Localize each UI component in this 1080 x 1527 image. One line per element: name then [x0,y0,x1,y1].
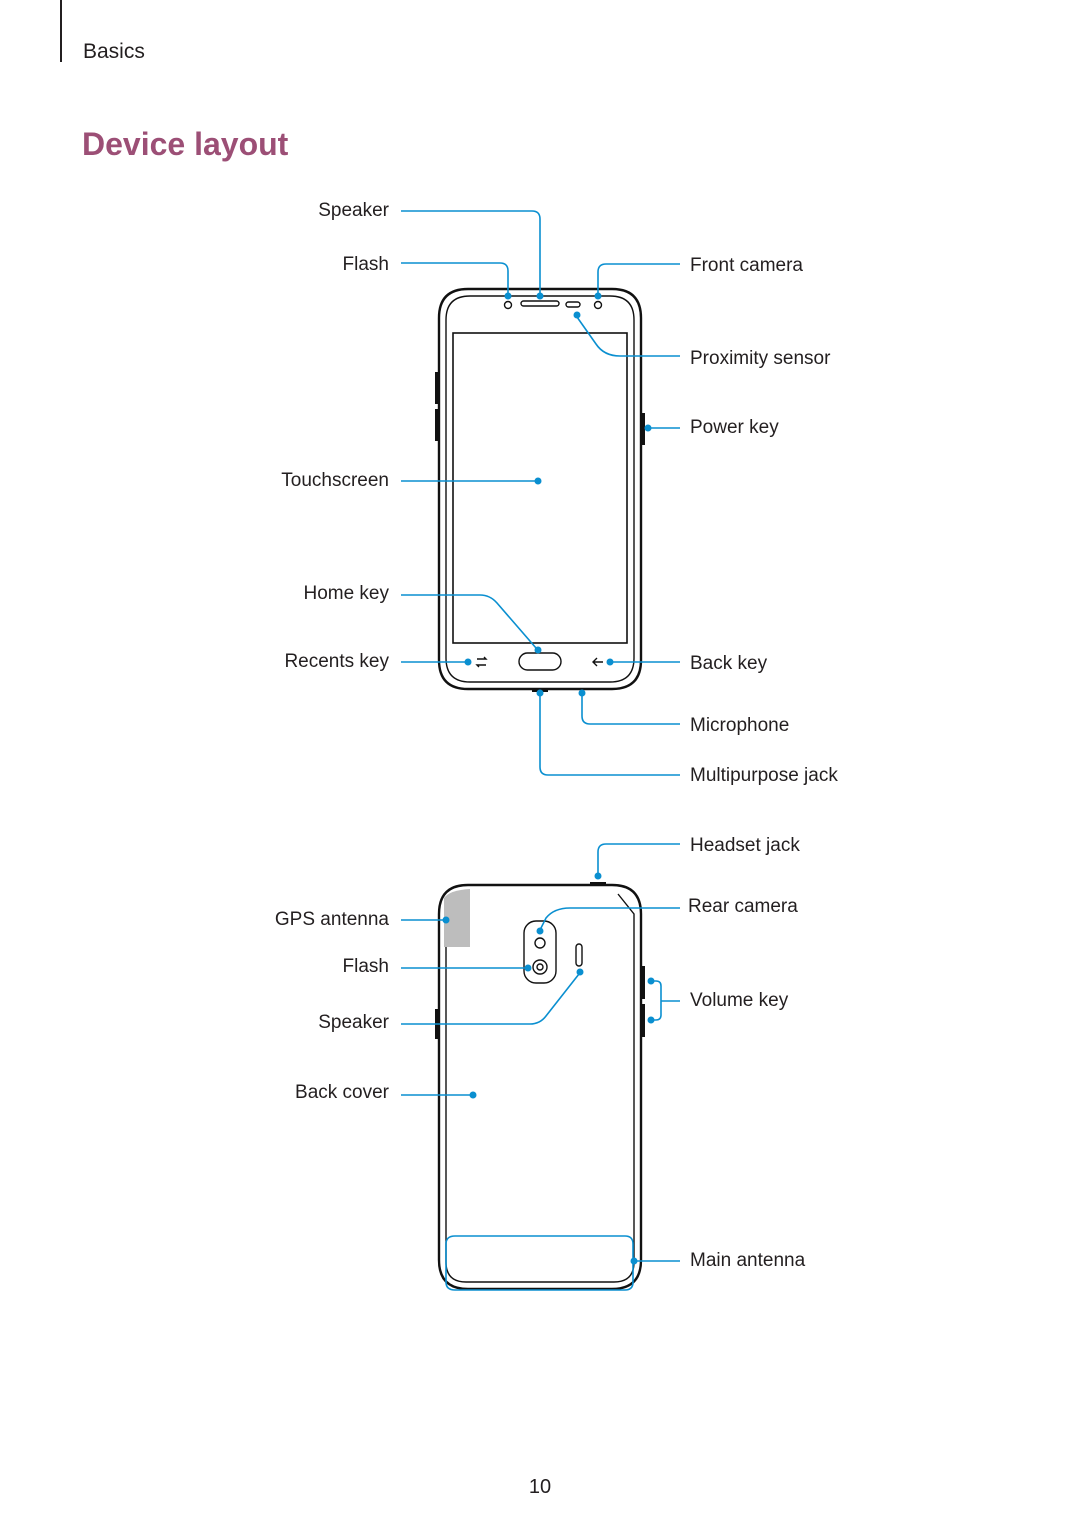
label-multipurpose-jack: Multipurpose jack [690,765,838,786]
label-main-antenna: Main antenna [690,1250,806,1271]
label-recents-key: Recents key [284,651,389,672]
back-volume-button-1 [641,966,645,999]
label-touchscreen: Touchscreen [281,470,389,491]
page-title: Device layout [82,126,289,162]
label-microphone: Microphone [690,715,790,736]
touchscreen-area [452,332,628,644]
label-power-key: Power key [690,417,779,438]
label-front-camera: Front camera [690,255,803,276]
headset-jack-port [590,882,606,885]
section-header: Basics [83,40,145,63]
label-flash-front: Flash [342,254,389,275]
rear-camera-module [523,920,557,984]
front-power-button [641,413,645,445]
label-headset-jack: Headset jack [690,835,800,856]
rear-camera-lens [534,937,546,949]
front-speaker-grille [520,300,560,307]
back-volume-button-2 [641,1004,645,1037]
front-callouts [401,210,680,776]
front-camera-lens [593,300,603,310]
label-speaker-front: Speaker [318,200,389,221]
label-rear-camera: Rear camera [688,896,798,917]
label-gps-antenna: GPS antenna [274,909,389,930]
header-rule [60,0,62,62]
label-flash-back: Flash [342,956,389,977]
front-phone [435,287,645,692]
rear-flash-lens [532,959,548,975]
main-antenna-outline [445,1235,634,1291]
home-key [518,652,562,671]
back-phone [435,882,645,1291]
label-proximity-sensor: Proximity sensor [690,348,831,369]
front-flash-hole [503,300,513,310]
recents-key-icon [475,656,488,668]
label-home-key: Home key [303,583,389,604]
front-left-button-1 [435,372,439,404]
label-speaker-back: Speaker [318,1012,389,1033]
back-callouts [401,843,680,1291]
rear-speaker-slot [575,943,583,967]
label-back-cover: Back cover [295,1082,389,1103]
rear-flash-inner [536,963,544,971]
label-volume-key: Volume key [690,990,789,1011]
label-back-key: Back key [690,653,768,674]
proximity-sensor-window [565,301,581,308]
gps-antenna-area [444,889,470,947]
back-key-icon [592,657,603,667]
page-number: 10 [528,1476,552,1498]
front-left-button-2 [435,409,439,441]
